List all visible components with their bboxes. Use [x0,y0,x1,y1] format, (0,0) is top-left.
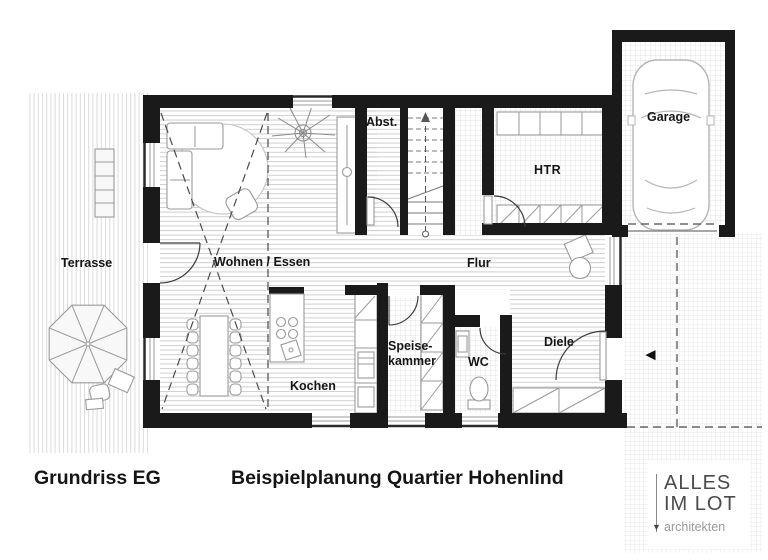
sideboard-cabinet [336,116,358,234]
room-label-abst: Abst. [366,115,398,129]
room-label-kochen: Kochen [290,379,336,393]
wc-toilet [467,376,491,410]
room-label-htr: HTR [534,163,562,177]
htr-cabinets [496,111,605,228]
kitchen-counter [354,293,378,414]
garage-door-line [628,223,717,232]
logo-subtitle: architekten [664,520,726,534]
dining-table [199,315,229,397]
room-label-wc: WC [468,355,489,369]
staircase [407,112,444,238]
entrance-arrow-icon: ◄ [642,345,659,364]
room-label-speisekammer-line1: Speise- [388,339,433,353]
room-label-diele: Diele [544,335,574,349]
sofa [166,122,224,210]
dining-chairs [186,318,242,396]
door-swings [159,195,607,381]
plant [271,105,336,159]
plan-title: Grundriss EG [34,467,161,489]
terrace-bench [94,148,115,218]
room-label-speisekammer: Speise- kammer [388,339,436,369]
wc-sink [455,330,470,358]
room-label-speisekammer-line2: kammer [388,353,436,368]
conversion-cross-lines [160,112,269,410]
windows [143,95,622,428]
terrace-decking [28,93,148,453]
armchair [225,188,258,221]
project-title: Beispielplanung Quartier Hohenlind [231,467,564,489]
room-label-garage: Garage [647,110,691,124]
architect-logo: ▼ ALLES IM LOT architekten [648,461,750,549]
room-label-flur: Flur [467,256,491,270]
walls [143,30,735,428]
car [627,59,715,231]
terrace-chairs [84,367,136,411]
room-label-terrasse: Terrasse [61,256,113,270]
hallway-wardrobe [512,387,606,414]
patio-umbrella [48,304,128,384]
logo-word-2: IM LOT [664,493,737,515]
hallway-side-table [568,256,592,280]
plumb-line [656,474,657,532]
hallway-stool [563,234,594,263]
pantry-shelves [420,293,444,411]
room-label-wohnen-essen: Wohnen / Essen [214,255,311,269]
property-dashed-line [627,237,762,428]
plumb-bob-icon: ▼ [652,522,661,532]
kitchen-island [269,287,305,363]
logo-word-1: ALLES [664,472,732,494]
